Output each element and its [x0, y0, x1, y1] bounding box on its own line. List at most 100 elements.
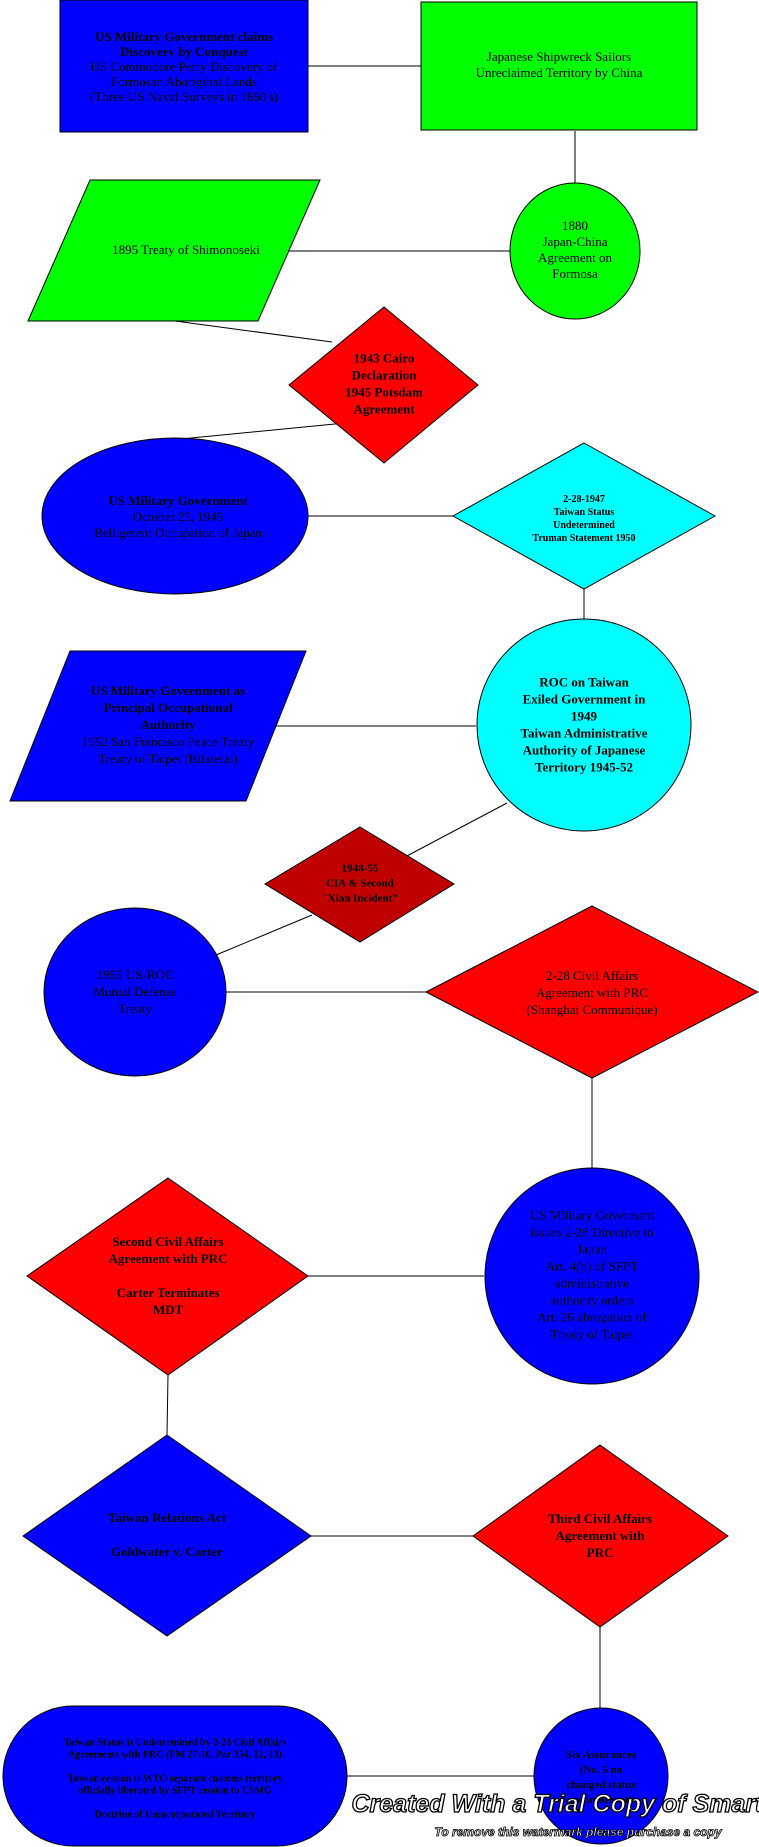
node-label-line: Authority of Japanese — [523, 742, 646, 757]
node-label-line: 1949 — [571, 708, 598, 723]
node-label-line: Taiwan Status — [554, 507, 615, 518]
node-label-line: Goldwater v. Carter — [111, 1544, 223, 1559]
node-label-line: Agreement on — [538, 250, 613, 265]
node-taiwan-status-undetermined: Taiwan Status is Undetermined by 2-28 Ci… — [2, 1705, 348, 1847]
node-label-line: Taiwan Administrative — [520, 725, 647, 740]
node-shape-diamond — [22, 1434, 312, 1637]
node-label-line: Mutual Defense — [93, 984, 177, 999]
node-label-line: ROC on Taiwan — [539, 674, 629, 689]
connector-line — [180, 422, 346, 440]
node-label-line: CIA & Second — [326, 878, 394, 890]
watermark-line-2: To remove this watermark please purchase… — [434, 1825, 722, 1839]
node-label-line: Authority — [141, 717, 196, 732]
node-label-line: October 25, 1945 — [133, 509, 224, 524]
node-label-line: 1895 Treaty of Shimonoseki — [112, 242, 260, 257]
node-label-line: US Military Government claims — [95, 29, 273, 44]
node-label-line: MDT — [153, 1302, 184, 1317]
node-shape-parallelogram — [9, 650, 307, 802]
node-label-line: 1943 Cairo — [354, 350, 415, 365]
node-label-line: 1880 — [562, 218, 588, 233]
node-label-line: 1955 US-ROC — [97, 967, 174, 982]
node-label-line: Undetermined — [553, 520, 615, 531]
node-label-line: issues 2-28 Directive to — [530, 1224, 653, 1239]
node-label-line: 1945 Potsdam — [345, 384, 423, 399]
node-label-line: Belligerent Occupation of Japan — [94, 525, 262, 540]
node-label-line: Formosa — [552, 266, 598, 281]
node-label-line: commitment) — [570, 1794, 633, 1806]
node-us-mil-gov-principal: US Military Government as Principal Occup… — [9, 650, 307, 802]
node-shape-circle — [43, 907, 227, 1077]
watermark: Created With a Trial Copy of SmartDraw T… — [351, 1789, 759, 1839]
connector-line — [215, 914, 313, 956]
node-treaty-shimonoseki: 1895 Treaty of Shimonoseki — [27, 179, 321, 322]
watermark-line-1: Created With a Trial Copy of SmartDraw — [351, 1790, 759, 1818]
node-label-line: Six Assurances — [566, 1749, 637, 1761]
node-label-line: (Three US Naval Surveys in 1850's) — [90, 89, 278, 104]
node-label-line: Agreement with PRC — [536, 985, 648, 1000]
node-label-line: Treaty of Taipei (Bilateral) — [98, 751, 238, 766]
node-label-line: Art. 4(b) of SFPT — [546, 1258, 639, 1273]
node-shape-diamond — [26, 1177, 309, 1376]
node-label-line: 1948-55 — [342, 863, 379, 875]
node-label-line: US Commodore Perry Discovery of — [90, 59, 278, 74]
node-label-line: (Shanghai Communique) — [526, 1002, 657, 1017]
node-label-line: Agreements with PRC (FM 27-10, Par 354, … — [68, 1749, 282, 1760]
node-label-line: changed status — [566, 1779, 636, 1791]
node-label-line: Doctrine of Unincorporated Territory — [95, 1809, 256, 1820]
node-shape-rectangle — [420, 1, 698, 131]
node-label-line: Declaration — [352, 367, 418, 382]
node-shape-circle — [533, 1707, 669, 1845]
node-label-line: Taiwan Status is Undetermined by 2-28 Ci… — [64, 1737, 287, 1748]
node-shape-diamond — [451, 442, 717, 590]
node-shape-diamond — [424, 905, 759, 1079]
node-shape-ellipse — [41, 437, 309, 595]
node-shape-circle — [476, 618, 692, 832]
node-label-line: Japan — [577, 1241, 607, 1256]
node-label-line: Japan-China — [543, 234, 608, 249]
node-label-line: Second Civil Affairs — [112, 1234, 223, 1249]
node-label-line: Principal Occupational — [104, 700, 233, 715]
node-shape-diamond — [264, 826, 455, 943]
connector-line — [402, 802, 508, 859]
node-label-line: 2-28-1947 — [563, 494, 605, 505]
node-label-line: Truman Statement 1950 — [532, 533, 635, 544]
node-label-line: Territory 1945-52 — [535, 759, 633, 774]
node-label-line: Agreement — [353, 401, 415, 416]
node-label-line: administrative — [555, 1275, 630, 1290]
node-label-line: Agreement with — [556, 1528, 646, 1543]
node-label-line: officially liberated by SFPT cession to … — [78, 1785, 272, 1796]
node-shape-stadium — [2, 1705, 348, 1847]
node-label-line: Unreclaimed Territory by China — [476, 65, 643, 80]
node-label-line: Formosan Aboriginal Lands — [111, 74, 257, 89]
node-label-line: Agreement with PRC — [109, 1251, 228, 1266]
node-label-line: Carter Terminates — [117, 1285, 220, 1300]
node-label-line: PRC — [587, 1545, 614, 1560]
node-label-line: authority orders — [551, 1292, 634, 1307]
node-label-line: 2-28 Civil Affairs — [546, 968, 638, 983]
node-shape-circle — [484, 1167, 700, 1385]
node-label-line: Taiwan cession is WTO separate customs t… — [68, 1773, 283, 1784]
node-label-line: Treaty of Taipei — [551, 1326, 634, 1341]
node-label-line: US Military Government as — [91, 683, 245, 698]
node-label-line: Japanese Shipwreck Sailors — [487, 49, 631, 64]
node-label-line: Discovery by Conquest — [120, 44, 249, 59]
node-label-line: US Military Government — [108, 493, 248, 508]
connector-lines — [166, 65, 601, 1777]
node-label-line: "Xian Incident" — [322, 893, 399, 905]
